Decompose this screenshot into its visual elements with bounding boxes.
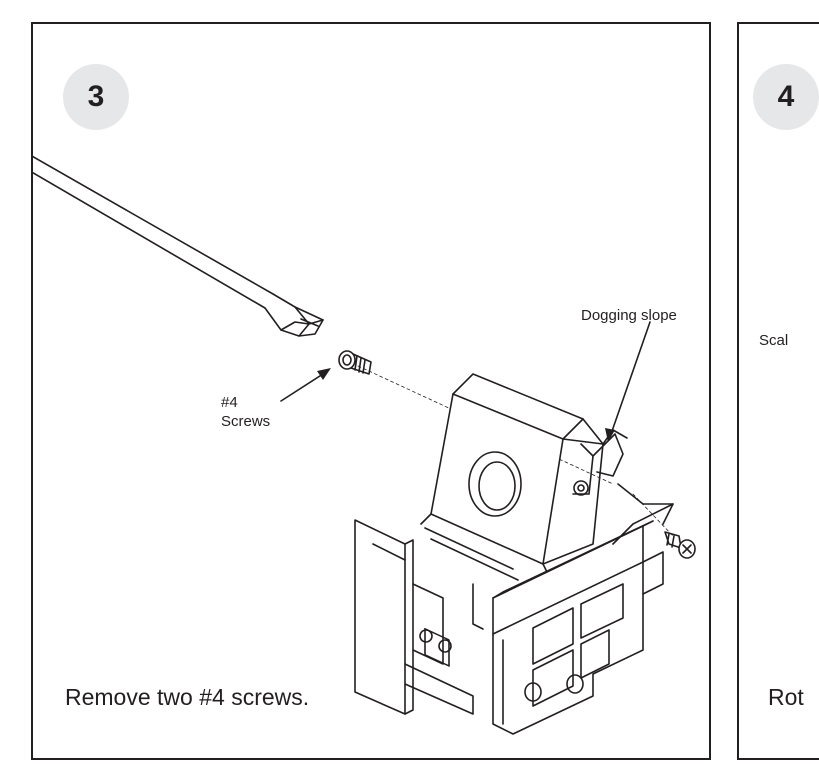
screw-left-icon — [338, 350, 372, 375]
partial-label: Scal — [759, 332, 789, 349]
step-3-panel: 3 — [31, 22, 711, 760]
screws-label-text: Screws — [221, 413, 271, 430]
screws-arrow — [280, 373, 324, 402]
dogging-slope-label: Dogging slope — [581, 307, 677, 324]
dogging-housing — [420, 373, 628, 585]
dogging-slope-arrow — [610, 321, 651, 435]
mounting-plate-right — [492, 483, 674, 735]
step-caption: Remove two #4 screws. — [65, 684, 310, 710]
screws-label-number: #4 — [221, 394, 238, 411]
mounting-plate-left — [354, 519, 484, 715]
step-number-badge: 4 — [753, 64, 819, 130]
screw-right-icon — [664, 531, 696, 559]
screwdriver-icon — [33, 155, 324, 337]
assembly-illustration — [33, 155, 696, 735]
step-caption: Rot — [768, 684, 804, 710]
step-number-badge: 3 — [63, 64, 129, 130]
step-4-panel: 4 Scal Rot — [737, 22, 819, 760]
